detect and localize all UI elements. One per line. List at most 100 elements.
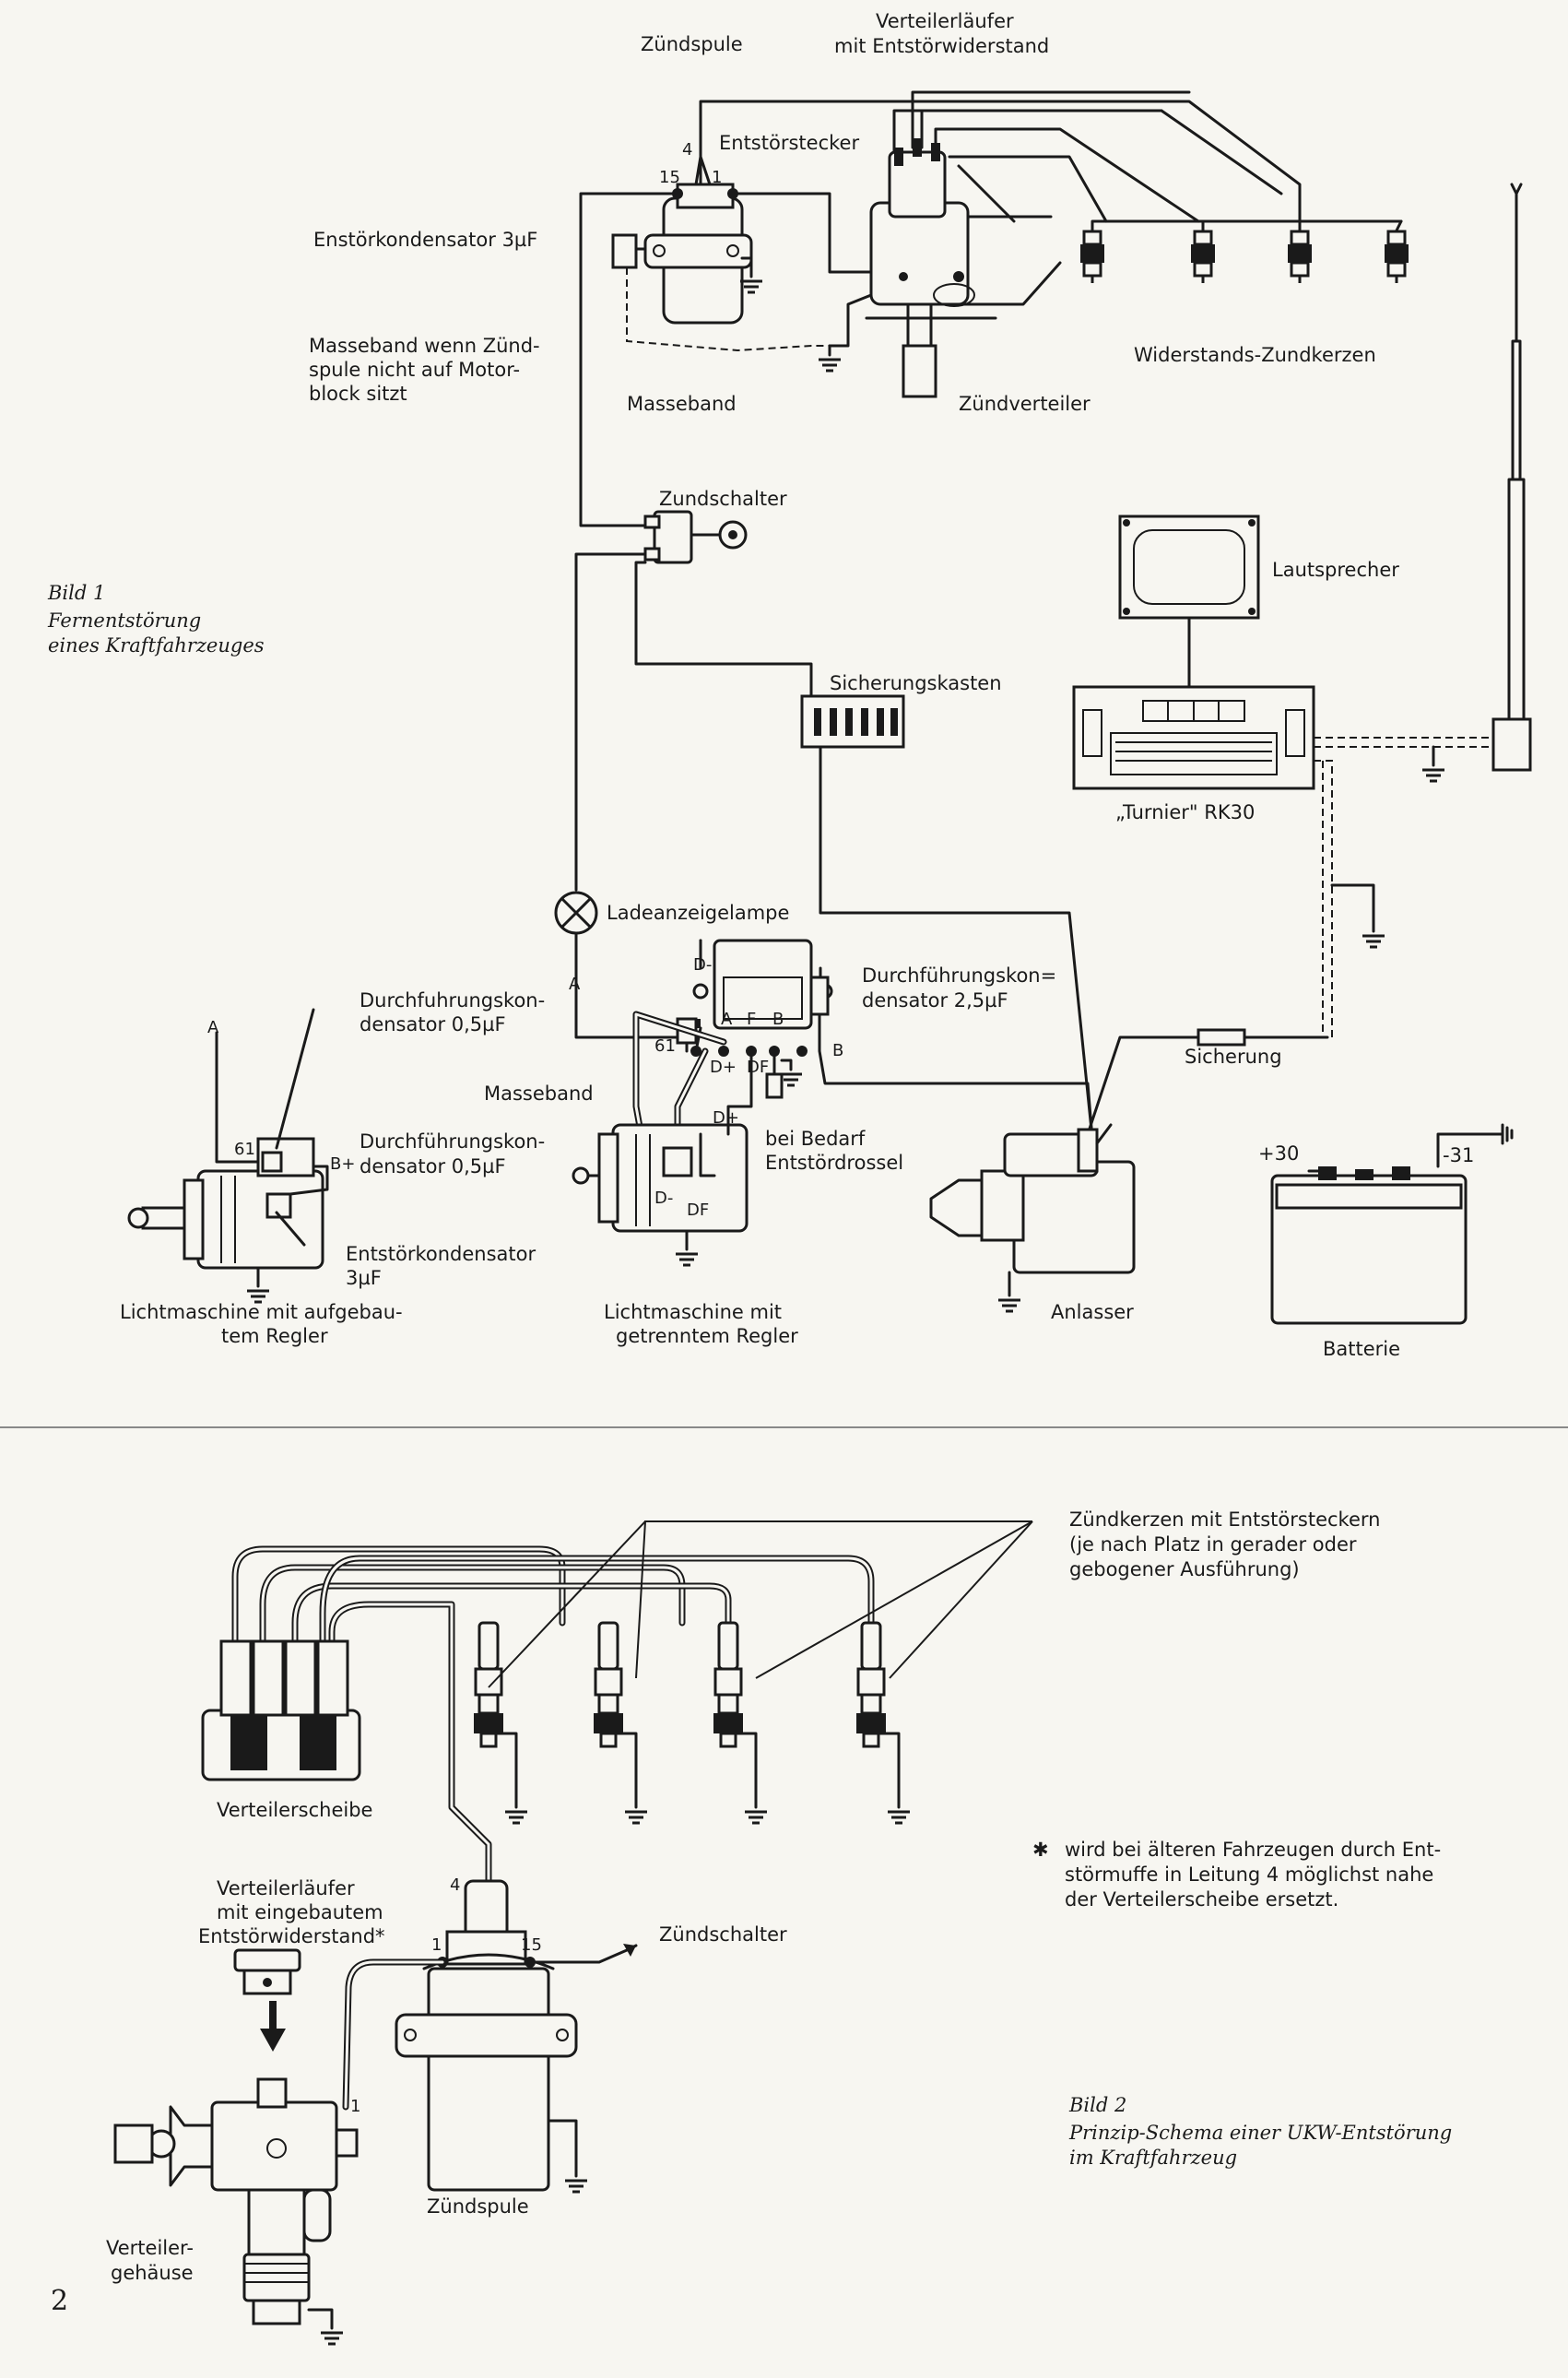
loudspeaker-icon <box>1118 515 1260 689</box>
figure-1 <box>127 90 1532 1325</box>
note-line-2: störmuffe in Leitung 4 möglichst nahe <box>1065 1863 1433 1886</box>
terminal-A-reg: A <box>721 1010 733 1029</box>
label-durchf-05a-1: Durchfuhrungskon- <box>360 989 545 1012</box>
label-widerstands-zuendkerzen: Widerstands-Zundkerzen <box>1134 344 1376 366</box>
spark-plug-4-icon <box>1383 230 1410 285</box>
battery-icon <box>1270 1123 1514 1325</box>
label-masseband-note-1: Masseband wenn Zünd- <box>309 335 540 357</box>
fig2-caption-title: Bild 2 <box>1068 2094 1126 2116</box>
label-masseband-note-2: spule nicht auf Motor- <box>309 359 520 381</box>
distributor-housing-icon <box>113 2077 359 2346</box>
distributor-cap-icon <box>201 1639 361 1781</box>
terminal-1b-fig2: 1 <box>350 2097 360 2116</box>
terminal-B-reg: B <box>772 1010 784 1029</box>
fig1-caption-line-2: eines Kraftfahrzeuges <box>48 634 265 657</box>
spark-plug-3-icon <box>1286 230 1314 285</box>
ignition-coil-icon <box>611 155 764 325</box>
terminal-1-coil: 1 <box>712 168 722 187</box>
terminal-61-left: 61 <box>234 1140 255 1159</box>
label-masseband: Masseband <box>627 393 737 415</box>
label-entstoerstecker: Entstörstecker <box>719 132 859 154</box>
radio-icon[interactable] <box>1072 685 1315 790</box>
label-lima-2-line1: Lichtmaschine mit <box>604 1301 782 1323</box>
terminal-15-coil: 15 <box>659 168 680 187</box>
label-sicherungskasten: Sicherungskasten <box>830 672 1002 694</box>
fuse-box-icon <box>800 694 905 749</box>
ht-leads <box>699 90 1410 285</box>
label-zuendkerzen-3: gebogener Ausführung) <box>1069 1558 1300 1580</box>
label-bei-bedarf-1: bei Bedarf <box>765 1128 866 1150</box>
label-durchf-05a-2: densator 0,5µF <box>360 1013 506 1035</box>
note-star: ✱ <box>1032 1839 1049 1861</box>
label-verteilerlaeufer-2: mit Entstörwiderstand <box>834 35 1049 57</box>
label-zuendspule-2: Zündspule <box>427 2195 529 2218</box>
antenna-icon <box>1314 183 1532 783</box>
label-ladeanzeigelampe: Ladeanzeigelampe <box>607 902 789 924</box>
terminal-Dminus-top: D- <box>693 955 712 975</box>
label-laeufer-2: mit eingebautem <box>217 1901 383 1923</box>
terminal-F-reg: F <box>747 1010 756 1029</box>
terminal-1-fig2: 1 <box>431 1935 442 1955</box>
terminal-DF-reg: DF <box>747 1058 769 1077</box>
fig1-caption-line-1: Fernentstörung <box>47 609 201 632</box>
note-line-3: der Verteilerscheibe ersetzt. <box>1065 1888 1338 1911</box>
terminal-A-left: A <box>207 1018 219 1037</box>
charge-lamp-icon <box>554 891 598 935</box>
generator-builtin-regulator-icon <box>127 1008 329 1304</box>
label-entstoerkondensator-1: Entstörkondensator <box>346 1243 536 1265</box>
fig2-caption-line-2: im Kraftfahrzeug <box>1069 2147 1237 2169</box>
label-bei-bedarf-2: Entstördrossel <box>765 1152 903 1174</box>
label-entstoerkondensator-2: 3µF <box>346 1267 382 1289</box>
spark-plug-b-icon <box>592 1621 625 1748</box>
figure-2 <box>113 1520 1033 2346</box>
label-sicherung: Sicherung <box>1185 1046 1282 1068</box>
fig1-caption-title: Bild 1 <box>47 582 105 604</box>
label-gehaeuse-2: gehäuse <box>111 2262 194 2284</box>
spark-plug-c-icon <box>712 1621 745 1748</box>
label-plus30: +30 <box>1258 1142 1299 1165</box>
terminal-Dplus-gen: D+ <box>713 1108 739 1128</box>
label-kondensator-3: Enstörkondensator 3µF <box>313 229 537 251</box>
fig2-caption-line-1: Prinzip-Schema einer UKW-Entstörung <box>1068 2122 1452 2144</box>
label-lima-1-line2: tem Regler <box>221 1325 328 1347</box>
terminal-Dminus-gen: D- <box>654 1189 673 1208</box>
label-durchf-05b-1: Durchführungskon- <box>360 1130 545 1153</box>
label-zuendschalter: Zundschalter <box>659 488 787 510</box>
label-zuendverteiler: Zündverteiler <box>959 393 1091 415</box>
terminal-4-fig2: 4 <box>450 1875 460 1895</box>
label-lautsprecher: Lautsprecher <box>1272 559 1399 581</box>
label-verteilerlaeufer-1: Verteilerläufer <box>876 10 1014 32</box>
rotor-icon <box>233 1948 301 1995</box>
label-verteilerscheibe: Verteilerscheibe <box>217 1799 372 1821</box>
spark-plug-d-icon <box>855 1621 888 1748</box>
terminal-4-coil: 4 <box>682 140 692 160</box>
distributor-icon <box>865 138 997 398</box>
terminal-Dplus-reg: D+ <box>710 1058 737 1077</box>
spark-plug-2-icon <box>1189 230 1217 285</box>
label-batterie: Batterie <box>1323 1338 1400 1360</box>
label-lima-2-line2: getrenntem Regler <box>616 1325 798 1347</box>
note-line-1: wird bei älteren Fahrzeugen durch Ent- <box>1065 1839 1441 1861</box>
starter-motor-icon <box>929 1123 1136 1313</box>
terminal-DF-gen: DF <box>687 1201 709 1220</box>
ignition-switch-icon[interactable] <box>643 510 748 564</box>
label-masseband-2: Masseband <box>484 1083 594 1105</box>
label-radio: „Turnier" RK30 <box>1115 801 1255 823</box>
label-laeufer-1: Verteilerläufer <box>217 1877 355 1899</box>
label-lima-1-line1: Lichtmaschine mit aufgebau- <box>120 1301 403 1323</box>
label-zuendkerzen-1: Zündkerzen mit Entstörsteckern <box>1069 1508 1380 1531</box>
terminal-15-fig2: 15 <box>521 1935 542 1955</box>
terminal-61-reg: 61 <box>654 1036 676 1056</box>
label-zuendkerzen-2: (je nach Platz in gerader oder <box>1069 1533 1357 1556</box>
label-laeufer-3: Entstörwiderstand* <box>198 1925 385 1947</box>
label-durchf-25-1: Durchführungskon= <box>862 964 1056 987</box>
label-gehaeuse-1: Verteiler- <box>106 2237 194 2259</box>
terminal-A-lamp: A <box>569 975 581 994</box>
label-durchf-05b-2: densator 0,5µF <box>360 1155 506 1177</box>
label-anlasser: Anlasser <box>1051 1301 1134 1323</box>
label-minus31: -31 <box>1443 1144 1474 1166</box>
label-zuendspule: Zündspule <box>641 33 743 55</box>
page-number: 2 <box>51 2285 68 2317</box>
label-durchf-25-2: densator 2,5µF <box>862 989 1008 1012</box>
